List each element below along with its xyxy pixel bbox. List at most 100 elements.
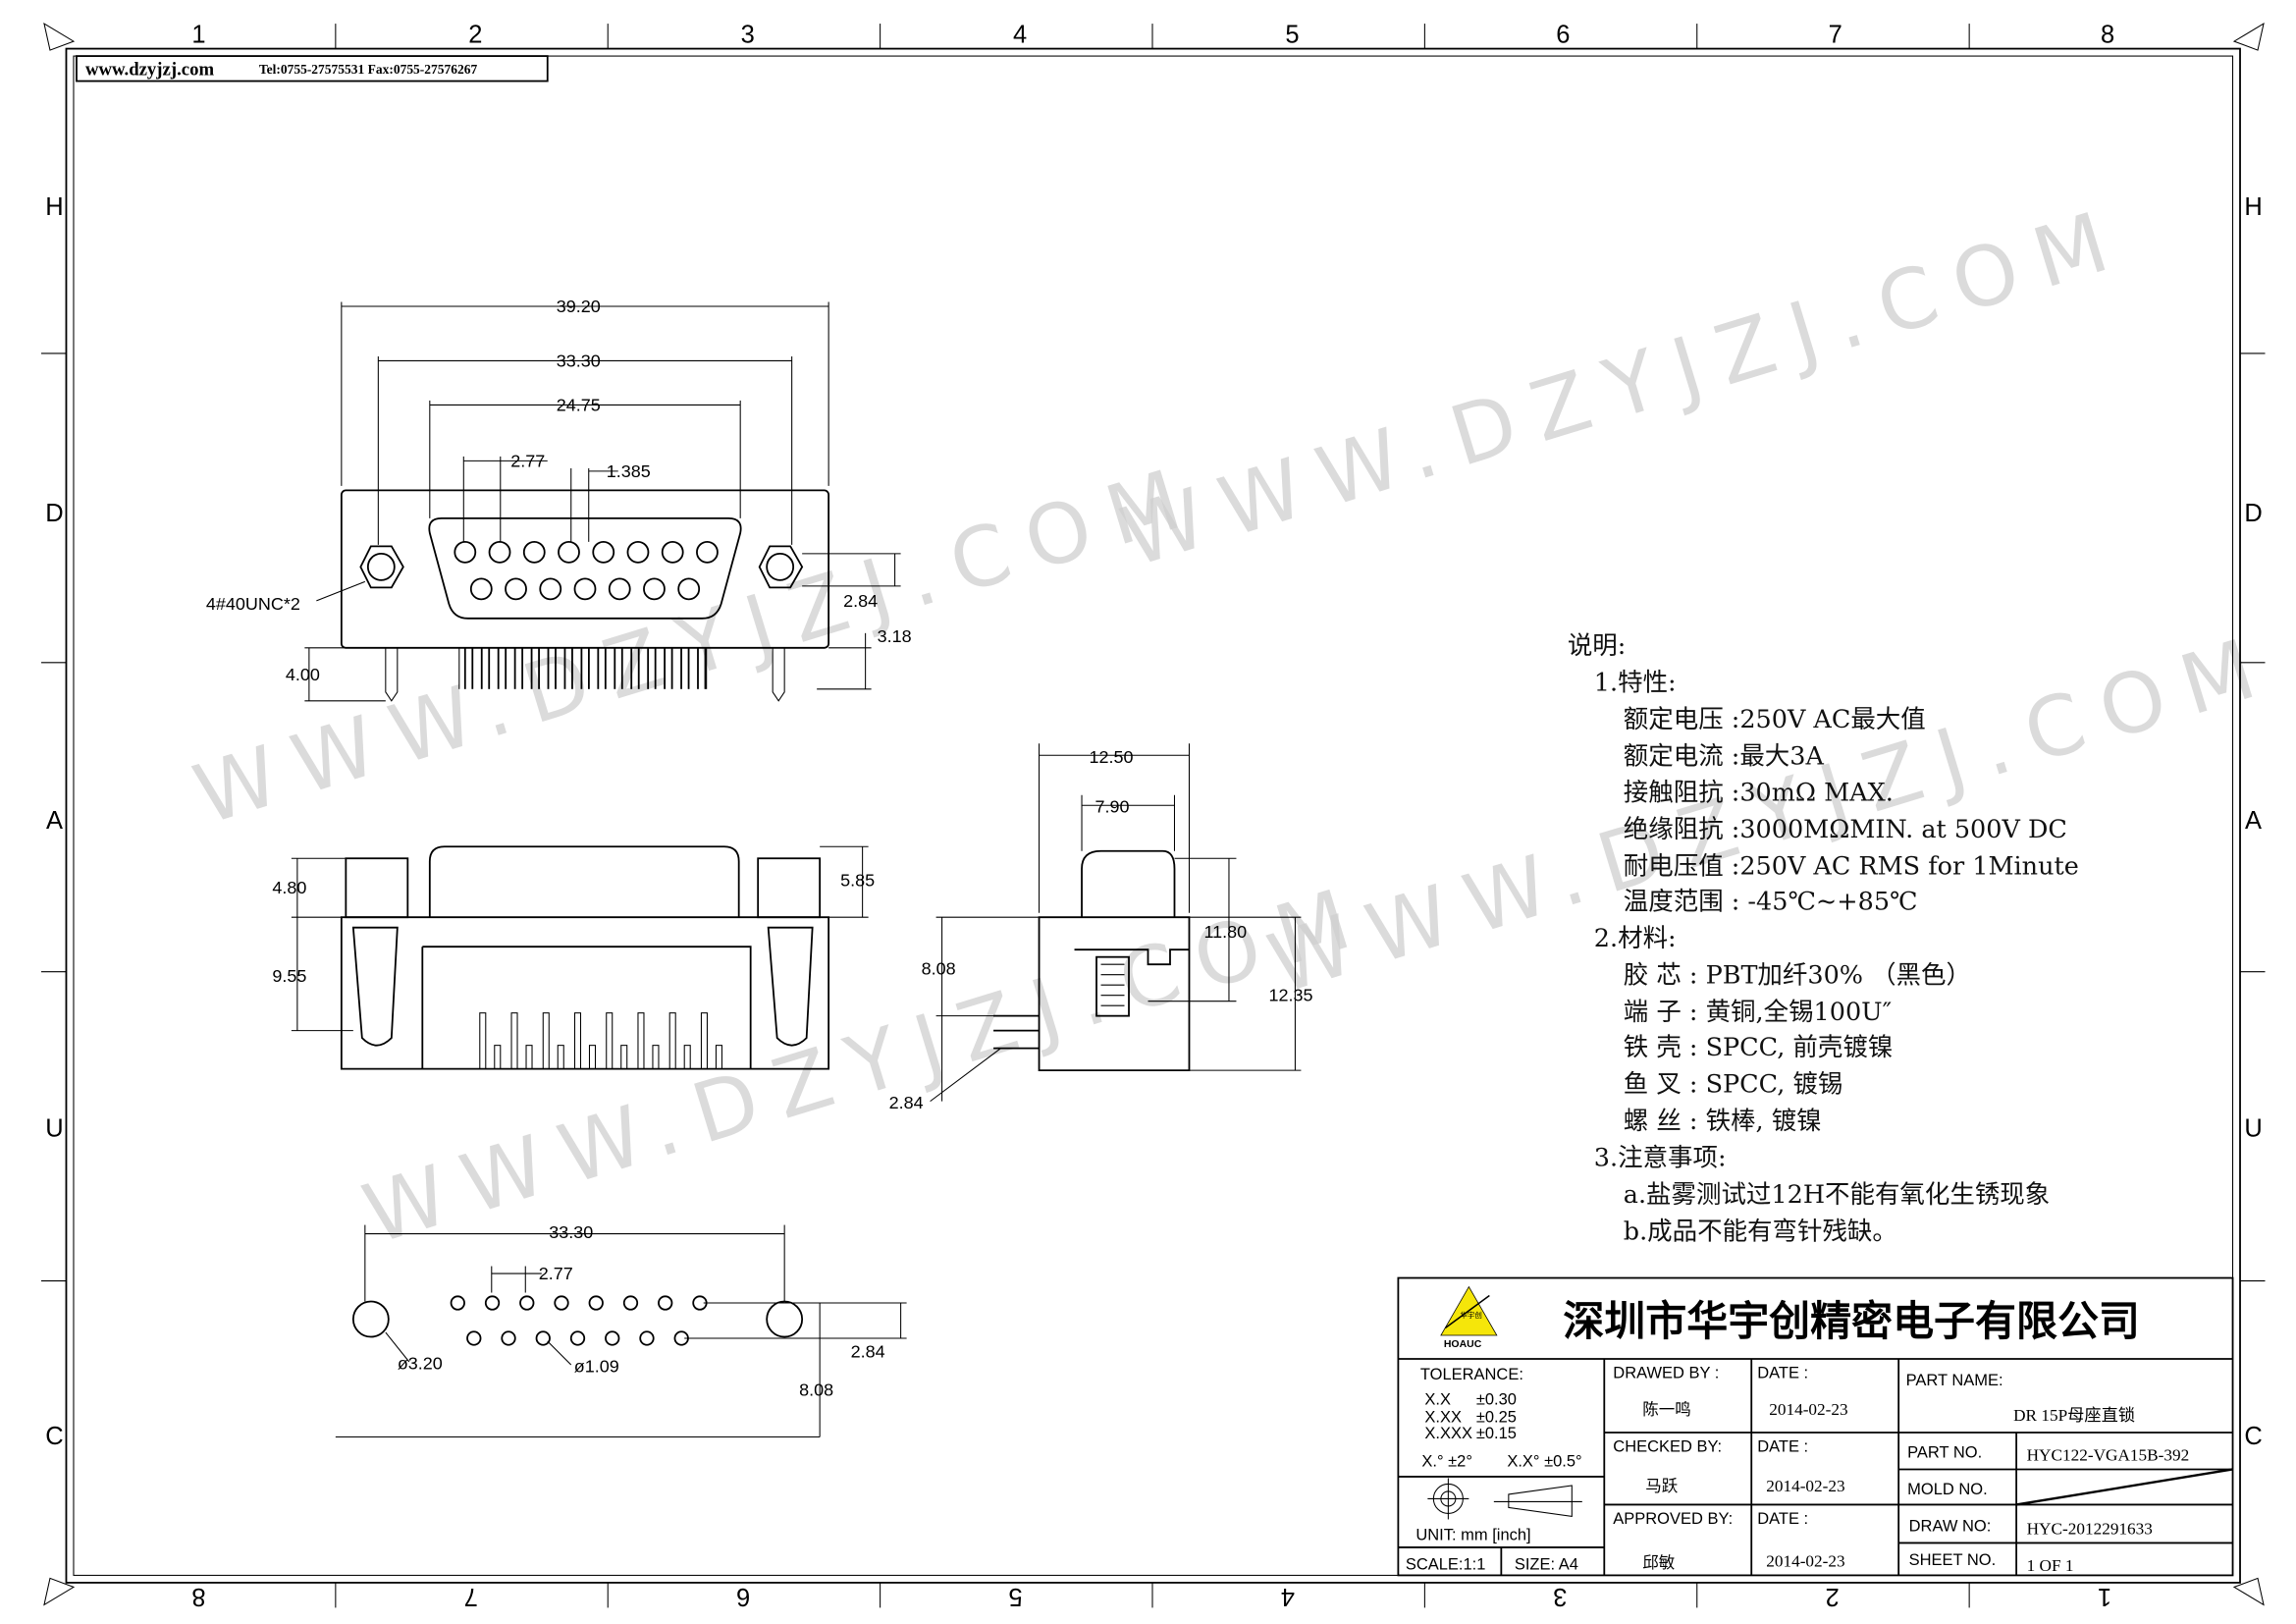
mold-no-label: MOLD NO.: [1907, 1481, 1988, 1498]
projection-symbol-icon: [1427, 1478, 1582, 1520]
tolerance-value: ±0.15: [1476, 1425, 1517, 1442]
dimension-label: 24.75: [557, 395, 601, 414]
dimension-label: 5.85: [840, 871, 875, 891]
zone-label: 7: [1829, 22, 1842, 49]
pin-lead: [573, 1012, 582, 1070]
zone-label: H: [45, 193, 63, 221]
zone-label: D: [45, 500, 63, 527]
zone-label: C: [2244, 1423, 2262, 1450]
dimension-label: 8.08: [799, 1380, 833, 1399]
dimension-label: 33.30: [557, 351, 601, 370]
pcb-hole: [605, 1330, 620, 1346]
zone-label: A: [46, 807, 63, 835]
watermark: WWW.DZYJZJ.COM: [1258, 615, 2285, 1012]
pin-hole: [626, 540, 650, 564]
approved-by-value: 邱敏: [1642, 1553, 1675, 1572]
date-value: 2014-02-23: [1769, 1400, 1847, 1419]
dimension-label: 11.80: [1203, 922, 1247, 942]
pin-lead: [525, 1045, 533, 1070]
title-block: 华宇创 HOAUC 深圳市华宇创精密电子有限公司 TOLERANCE: X.X …: [1397, 1276, 2234, 1577]
pcb-hole: [622, 1295, 639, 1311]
pin-hole: [677, 577, 701, 601]
dimension-label: ø3.20: [398, 1354, 443, 1374]
pcb-hole: [639, 1330, 655, 1346]
part-name-label: PART NAME:: [1906, 1372, 2003, 1389]
notes-line: 螺 丝 : 铁棒, 镀镍: [1624, 1107, 1822, 1136]
profile-view: 12.50 7.90 11.80 8.08 12.35 2.84: [889, 743, 1312, 1112]
dimension-label: 9.55: [272, 966, 306, 986]
angle-tolerance: X.° ±2°: [1421, 1452, 1472, 1470]
date-value: 2014-02-23: [1766, 1477, 1844, 1495]
dimension-label: 2.77: [510, 451, 545, 470]
zone-label: H: [2244, 193, 2262, 221]
checked-by-value: 马跃: [1645, 1477, 1678, 1495]
notes-line: 额定电压 :250V AC最大值: [1624, 705, 1926, 734]
logo-text: HOAUC: [1444, 1339, 1482, 1350]
draw-no-value: HYC-2012291633: [2027, 1519, 2153, 1538]
notes-heading: 1.特性:: [1594, 668, 1677, 697]
drawed-by-value: 陈一鸣: [1642, 1400, 1690, 1419]
pin-lead: [620, 1045, 628, 1070]
watermark: WWW.DZYJZJ.COM: [1111, 189, 2138, 586]
pin-lead: [715, 1045, 722, 1070]
zone-label: 8: [2101, 22, 2114, 49]
notes-line: a.盐雾测试过12H不能有氧化生锈现象: [1624, 1180, 2050, 1210]
pcb-hole: [484, 1295, 501, 1311]
zone-label: 8: [191, 1583, 205, 1610]
notes-line: 额定电流 :最大3A: [1624, 741, 1825, 771]
tolerance-value: ±0.30: [1476, 1390, 1517, 1408]
dimension-label: 12.35: [1268, 986, 1312, 1005]
part-name-value: DR 15P母座直锁: [2013, 1406, 2135, 1425]
tolerance-label: TOLERANCE:: [1420, 1366, 1523, 1383]
sheet-no-label: SHEET NO.: [1909, 1551, 1997, 1569]
pin-hole: [454, 540, 477, 564]
watermarks: WWW.DZYJZJ.COM WWW.DZYJZJ.COM WWW.DZYJZJ…: [184, 189, 2285, 1264]
sheet-no-value: 1 OF 1: [2027, 1556, 2074, 1575]
pin-lead: [588, 1045, 597, 1070]
tolerance-key: X.XXX: [1424, 1425, 1472, 1442]
zone-label: C: [45, 1423, 63, 1450]
company-logo: 华宇创 HOAUC: [1440, 1285, 1498, 1350]
pin-hole: [539, 577, 562, 601]
zone-label: 2: [1826, 1583, 1840, 1610]
zone-label: 5: [1008, 1583, 1022, 1610]
zone-label: 6: [736, 1583, 750, 1610]
date-label: DATE :: [1757, 1365, 1808, 1382]
dimension-label: 3.18: [878, 626, 912, 646]
zone-label: D: [2244, 500, 2262, 527]
tolerance-value: ±0.25: [1476, 1408, 1517, 1426]
tolerance-key: X.XX: [1424, 1408, 1462, 1426]
zone-label: 5: [1285, 22, 1299, 49]
pcb-hole: [658, 1295, 673, 1311]
pin-lead: [510, 1012, 518, 1070]
company-name: 深圳市华宇创精密电子有限公司: [1563, 1297, 2140, 1345]
angle-tolerance: X.X° ±0.5°: [1507, 1452, 1581, 1470]
notes-title: 说明:: [1568, 631, 1627, 661]
part-no-label: PART NO.: [1907, 1443, 1982, 1461]
draw-no-label: DRAW NO:: [1909, 1517, 1992, 1535]
pin-hole: [522, 540, 546, 564]
unit-label: UNIT: mm [inch]: [1415, 1526, 1530, 1543]
notes-heading: 3.注意事项:: [1594, 1144, 1727, 1173]
zone-label: 2: [468, 22, 482, 49]
pcb-hole: [519, 1295, 535, 1311]
pcb-hole: [535, 1330, 551, 1346]
dimension-label: 33.30: [549, 1222, 593, 1242]
zone-label: 1: [191, 22, 205, 49]
watermark: WWW.DZYJZJ.COM: [184, 446, 1210, 843]
zone-label: 7: [464, 1583, 478, 1610]
date-label: DATE :: [1757, 1437, 1808, 1455]
website-link[interactable]: www.dzyjzj.com: [85, 60, 214, 81]
screw-spec-label: 4#40UNC*2: [206, 594, 300, 614]
drawed-by-label: DRAWED BY :: [1613, 1365, 1719, 1382]
notes-heading: 2.材料:: [1594, 924, 1677, 953]
dimension-label: 2.84: [851, 1342, 885, 1362]
contact-info: Tel:0755-27575531 Fax:0755-27576267: [259, 62, 478, 77]
pin-lead: [606, 1012, 614, 1070]
pin-hole: [696, 540, 719, 564]
size-label: SIZE: A4: [1515, 1555, 1578, 1573]
dimension-label: 8.08: [922, 959, 956, 979]
pcb-hole: [554, 1295, 569, 1311]
dimension-label: 12.50: [1090, 747, 1134, 767]
